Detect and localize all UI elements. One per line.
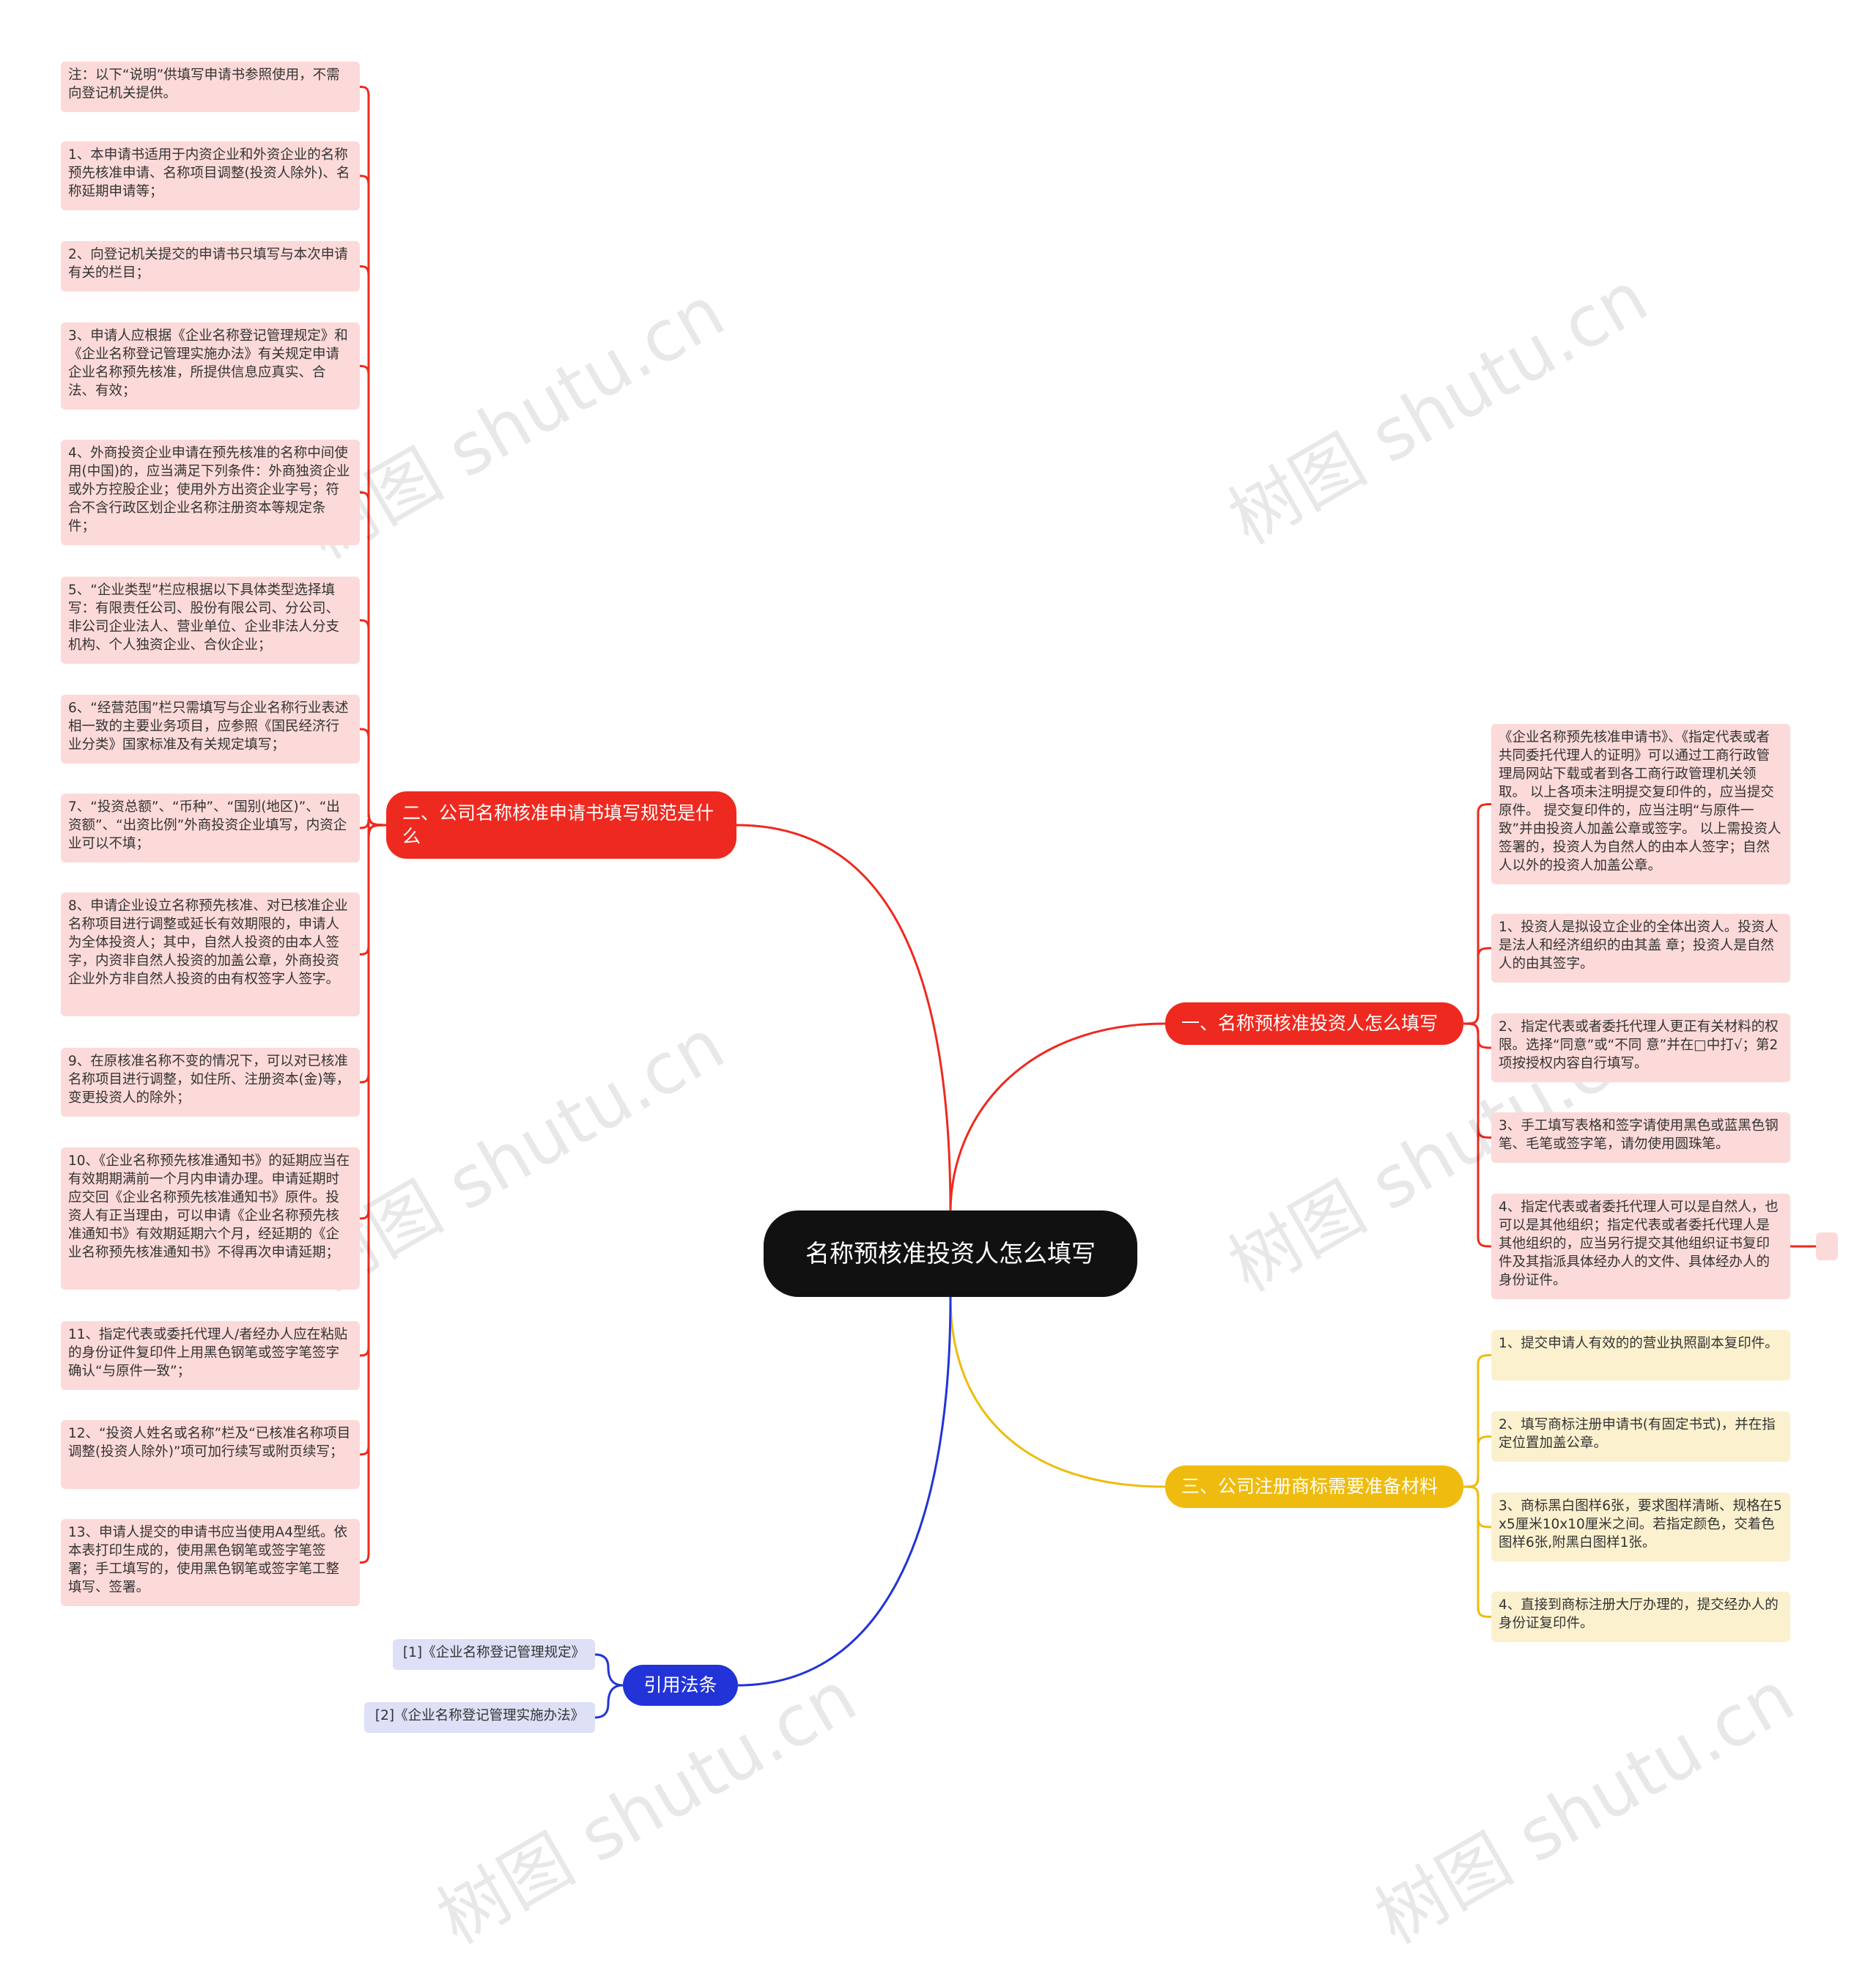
link-left-leaf-13 xyxy=(359,824,387,1564)
branch-trademark-materials[interactable]: 三、公司注册商标需要准备材料 xyxy=(1165,1465,1463,1508)
link-left-leaf-5 xyxy=(359,619,387,827)
link-left-leaf-8 xyxy=(359,824,387,955)
branch-label: 三、公司注册商标需要准备材料 xyxy=(1181,1476,1439,1497)
right1-leaf-3[interactable]: 3、手工填写表格和签字请使用黑色或蓝黑色钢笔、毛笔或签字笔，请勿使用圆珠笔。 xyxy=(1491,1112,1790,1163)
link-refs-2 xyxy=(594,1684,624,1719)
left-leaf-note[interactable]: 注：以下“说明”供填写申请书参照使用，不需向登记机关提供。 xyxy=(61,62,360,112)
root-topic-label: 名称预核准投资人怎么填写 xyxy=(805,1239,1096,1268)
link-left-leaf-1 xyxy=(359,174,387,827)
reference-item-2[interactable]: [2]《企业名称登记管理实施办法》 xyxy=(364,1702,595,1733)
left-leaf-3[interactable]: 3、申请人应根据《企业名称登记管理规定》和《企业名称登记管理实施办法》有关规定申… xyxy=(61,322,360,410)
branch-label: 一、名称预核准投资人怎么填写 xyxy=(1181,1013,1439,1034)
link-root-left xyxy=(736,824,952,1213)
branch-investor-filling[interactable]: 一、名称预核准投资人怎么填写 xyxy=(1165,1002,1463,1045)
link-left-leaf-12 xyxy=(359,824,387,1456)
right2-leaf-4[interactable]: 4、直接到商标注册大厅办理的，提交经办人的身份证复印件。 xyxy=(1491,1592,1790,1642)
branch-filling-rules[interactable]: 二、公司名称核准申请书填写规范是什么 xyxy=(386,791,736,859)
link-root-right1 xyxy=(949,1022,1166,1213)
left-leaf-9[interactable]: 9、在原核准名称不变的情况下，可以对已核准名称项目进行调整，如住所、注册资本(金… xyxy=(61,1048,360,1117)
right1-leaf-1[interactable]: 1、投资人是拟设立企业的全体出资人。投资人是法人和经济组织的由其盖 章；投资人是… xyxy=(1491,914,1790,983)
link-left-leaf-10 xyxy=(359,824,387,1220)
link-root-refs xyxy=(737,1296,952,1687)
link-left-leaf-7 xyxy=(359,818,387,838)
right1-leaf-4-child[interactable] xyxy=(1816,1232,1838,1260)
connector-lines xyxy=(359,86,1816,1719)
branch-references[interactable]: 引用法条 xyxy=(623,1665,738,1706)
root-topic[interactable]: 名称预核准投资人怎么填写 xyxy=(764,1210,1137,1297)
link-left-leaf-6 xyxy=(359,728,387,827)
link-left-leaf-4 xyxy=(359,491,387,827)
right2-leaf-2[interactable]: 2、填写商标注册申请书(有固定书式)，并在指定位置加盖公章。 xyxy=(1491,1411,1790,1462)
link-left-leaf-0 xyxy=(359,86,387,827)
left-leaf-8[interactable]: 8、申请企业设立名称预先核准、对已核准企业名称项目进行调整或延长有效期限的，申请… xyxy=(61,892,360,1016)
mindmap-canvas: 树图 shutu.cn 树图 shutu.cn 树图 shutu.cn 树图 s… xyxy=(61,62,1838,1960)
left-leaf-1[interactable]: 1、本申请书适用于内资企业和外资企业的名称预先核准申请、名称项目调整(投资人除外… xyxy=(61,141,360,210)
branch-label: 引用法条 xyxy=(643,1674,717,1696)
reference-item-1[interactable]: [1]《企业名称登记管理规定》 xyxy=(393,1639,595,1670)
left-leaf-7[interactable]: 7、“投资总额”、“币种”、“国别(地区)”、“出资额”、“出资比例”外商投资企… xyxy=(61,794,360,862)
left-leaf-13[interactable]: 13、申请人提交的申请书应当使用A4型纸。依本表打印生成的，使用黑色钢笔或签字笔… xyxy=(61,1519,360,1606)
branch-label: 二、公司名称核准申请书填写规范是什么 xyxy=(402,802,714,847)
right1-leaf-2[interactable]: 2、指定代表或者委托代理人更正有关材料的权限。选择“同意”或“不同 意”并在□中… xyxy=(1491,1013,1790,1082)
left-leaf-11[interactable]: 11、指定代表或委托代理人/者经办人应在粘贴的身份证件复印件上用黑色钢笔或签字笔… xyxy=(61,1321,360,1390)
link-right2-leaf-1 xyxy=(1463,1435,1492,1488)
right1-leaf-intro[interactable]: 《企业名称预先核准申请书》、《指定代表或者共同委托代理人的证明》可以通过工商行政… xyxy=(1491,724,1790,884)
link-refs-1 xyxy=(594,1653,624,1687)
link-right1-leaf-1 xyxy=(1463,947,1492,1025)
left-leaf-4[interactable]: 4、外商投资企业申请在预先核准的名称中间使用(中国)的，应当满足下列条件：外商独… xyxy=(61,440,360,545)
link-root-right2 xyxy=(949,1296,1166,1488)
link-right1-leaf-4 xyxy=(1463,1022,1492,1248)
left-leaf-2[interactable]: 2、向登记机关提交的申请书只填写与本次申请有关的栏目； xyxy=(61,241,360,292)
link-right2-leaf-3 xyxy=(1463,1485,1492,1618)
left-leaf-10[interactable]: 10、《企业名称预先核准通知书》的延期应当在有效期期满前一个月内申请办理。申请延… xyxy=(61,1147,360,1290)
left-leaf-12[interactable]: 12、“投资人姓名或名称”栏及“已核准名称项目调整(投资人除外)”项可加行续写或… xyxy=(61,1420,360,1489)
right2-leaf-3[interactable]: 3、商标黑白图样6张，要求图样清晰、规格在5x5厘米10x10厘米之间。若指定颜… xyxy=(1491,1493,1790,1561)
link-left-leaf-3 xyxy=(359,365,387,827)
link-left-leaf-11 xyxy=(359,824,387,1357)
right1-leaf-4[interactable]: 4、指定代表或者委托代理人可以是自然人，也可以是其他组织；指定代表或者委托代理人… xyxy=(1491,1194,1790,1299)
right2-leaf-1[interactable]: 1、提交申请人有效的的营业执照副本复印件。 xyxy=(1491,1330,1790,1380)
link-left-leaf-2 xyxy=(359,265,387,827)
left-leaf-6[interactable]: 6、“经营范围”栏只需填写与企业名称行业表述相一致的主要业务项目，应参照《国民经… xyxy=(61,695,360,764)
left-leaf-5[interactable]: 5、“企业类型”栏应根据以下具体类型选择填写：有限责任公司、股份有限公司、分公司… xyxy=(61,577,360,664)
